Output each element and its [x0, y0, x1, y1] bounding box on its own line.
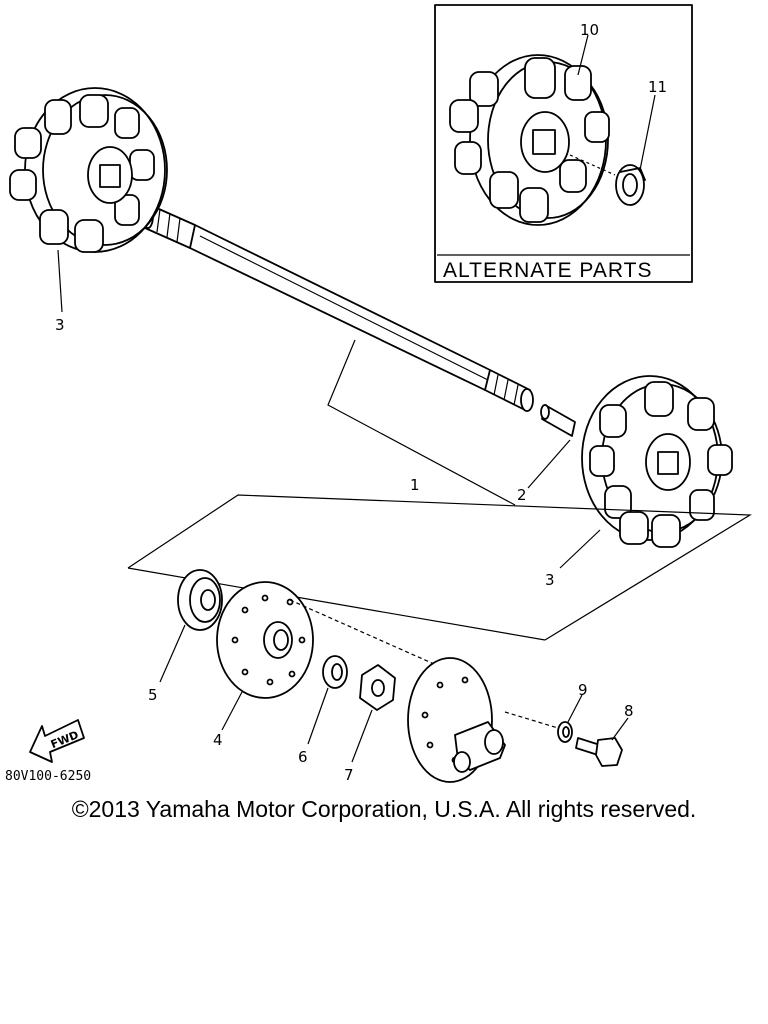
nut-7 — [359, 664, 396, 711]
callout-7: 7 — [344, 766, 354, 784]
callout-2: 2 — [517, 486, 527, 504]
forward-arrow-icon: FWD — [29, 719, 85, 763]
copyright-notice: ©2013 Yamaha Motor Corporation, U.S.A. A… — [71, 796, 697, 822]
alternate-parts-inset: ALTERNATE PARTS — [434, 4, 693, 283]
callout-3-left: 3 — [55, 316, 65, 334]
flange-plate-4 — [216, 581, 314, 699]
pin-2 — [540, 404, 576, 437]
callout-6: 6 — [298, 748, 308, 766]
alternate-sprocket-10 — [449, 54, 610, 226]
washer-6 — [322, 655, 348, 689]
bearing-5 — [177, 569, 223, 631]
callout-3-right: 3 — [545, 571, 555, 589]
lock-washer-9 — [557, 721, 573, 743]
hub-flange — [407, 657, 506, 783]
callout-10: 10 — [580, 21, 599, 39]
callout-9: 9 — [578, 681, 588, 699]
bolt-8 — [575, 737, 623, 767]
callout-8: 8 — [624, 702, 634, 720]
callout-11: 11 — [648, 78, 667, 96]
inset-title: ALTERNATE PARTS — [443, 259, 653, 282]
callout-4: 4 — [213, 731, 223, 749]
sprocket-3-left — [9, 87, 168, 253]
parts-diagram: ALTERNATE PARTS — [5, 4, 753, 784]
sprocket-3-right — [581, 375, 733, 548]
callout-5: 5 — [148, 686, 158, 704]
diagram-code: 80V100-6250 — [5, 769, 91, 784]
callout-1: 1 — [410, 476, 420, 494]
